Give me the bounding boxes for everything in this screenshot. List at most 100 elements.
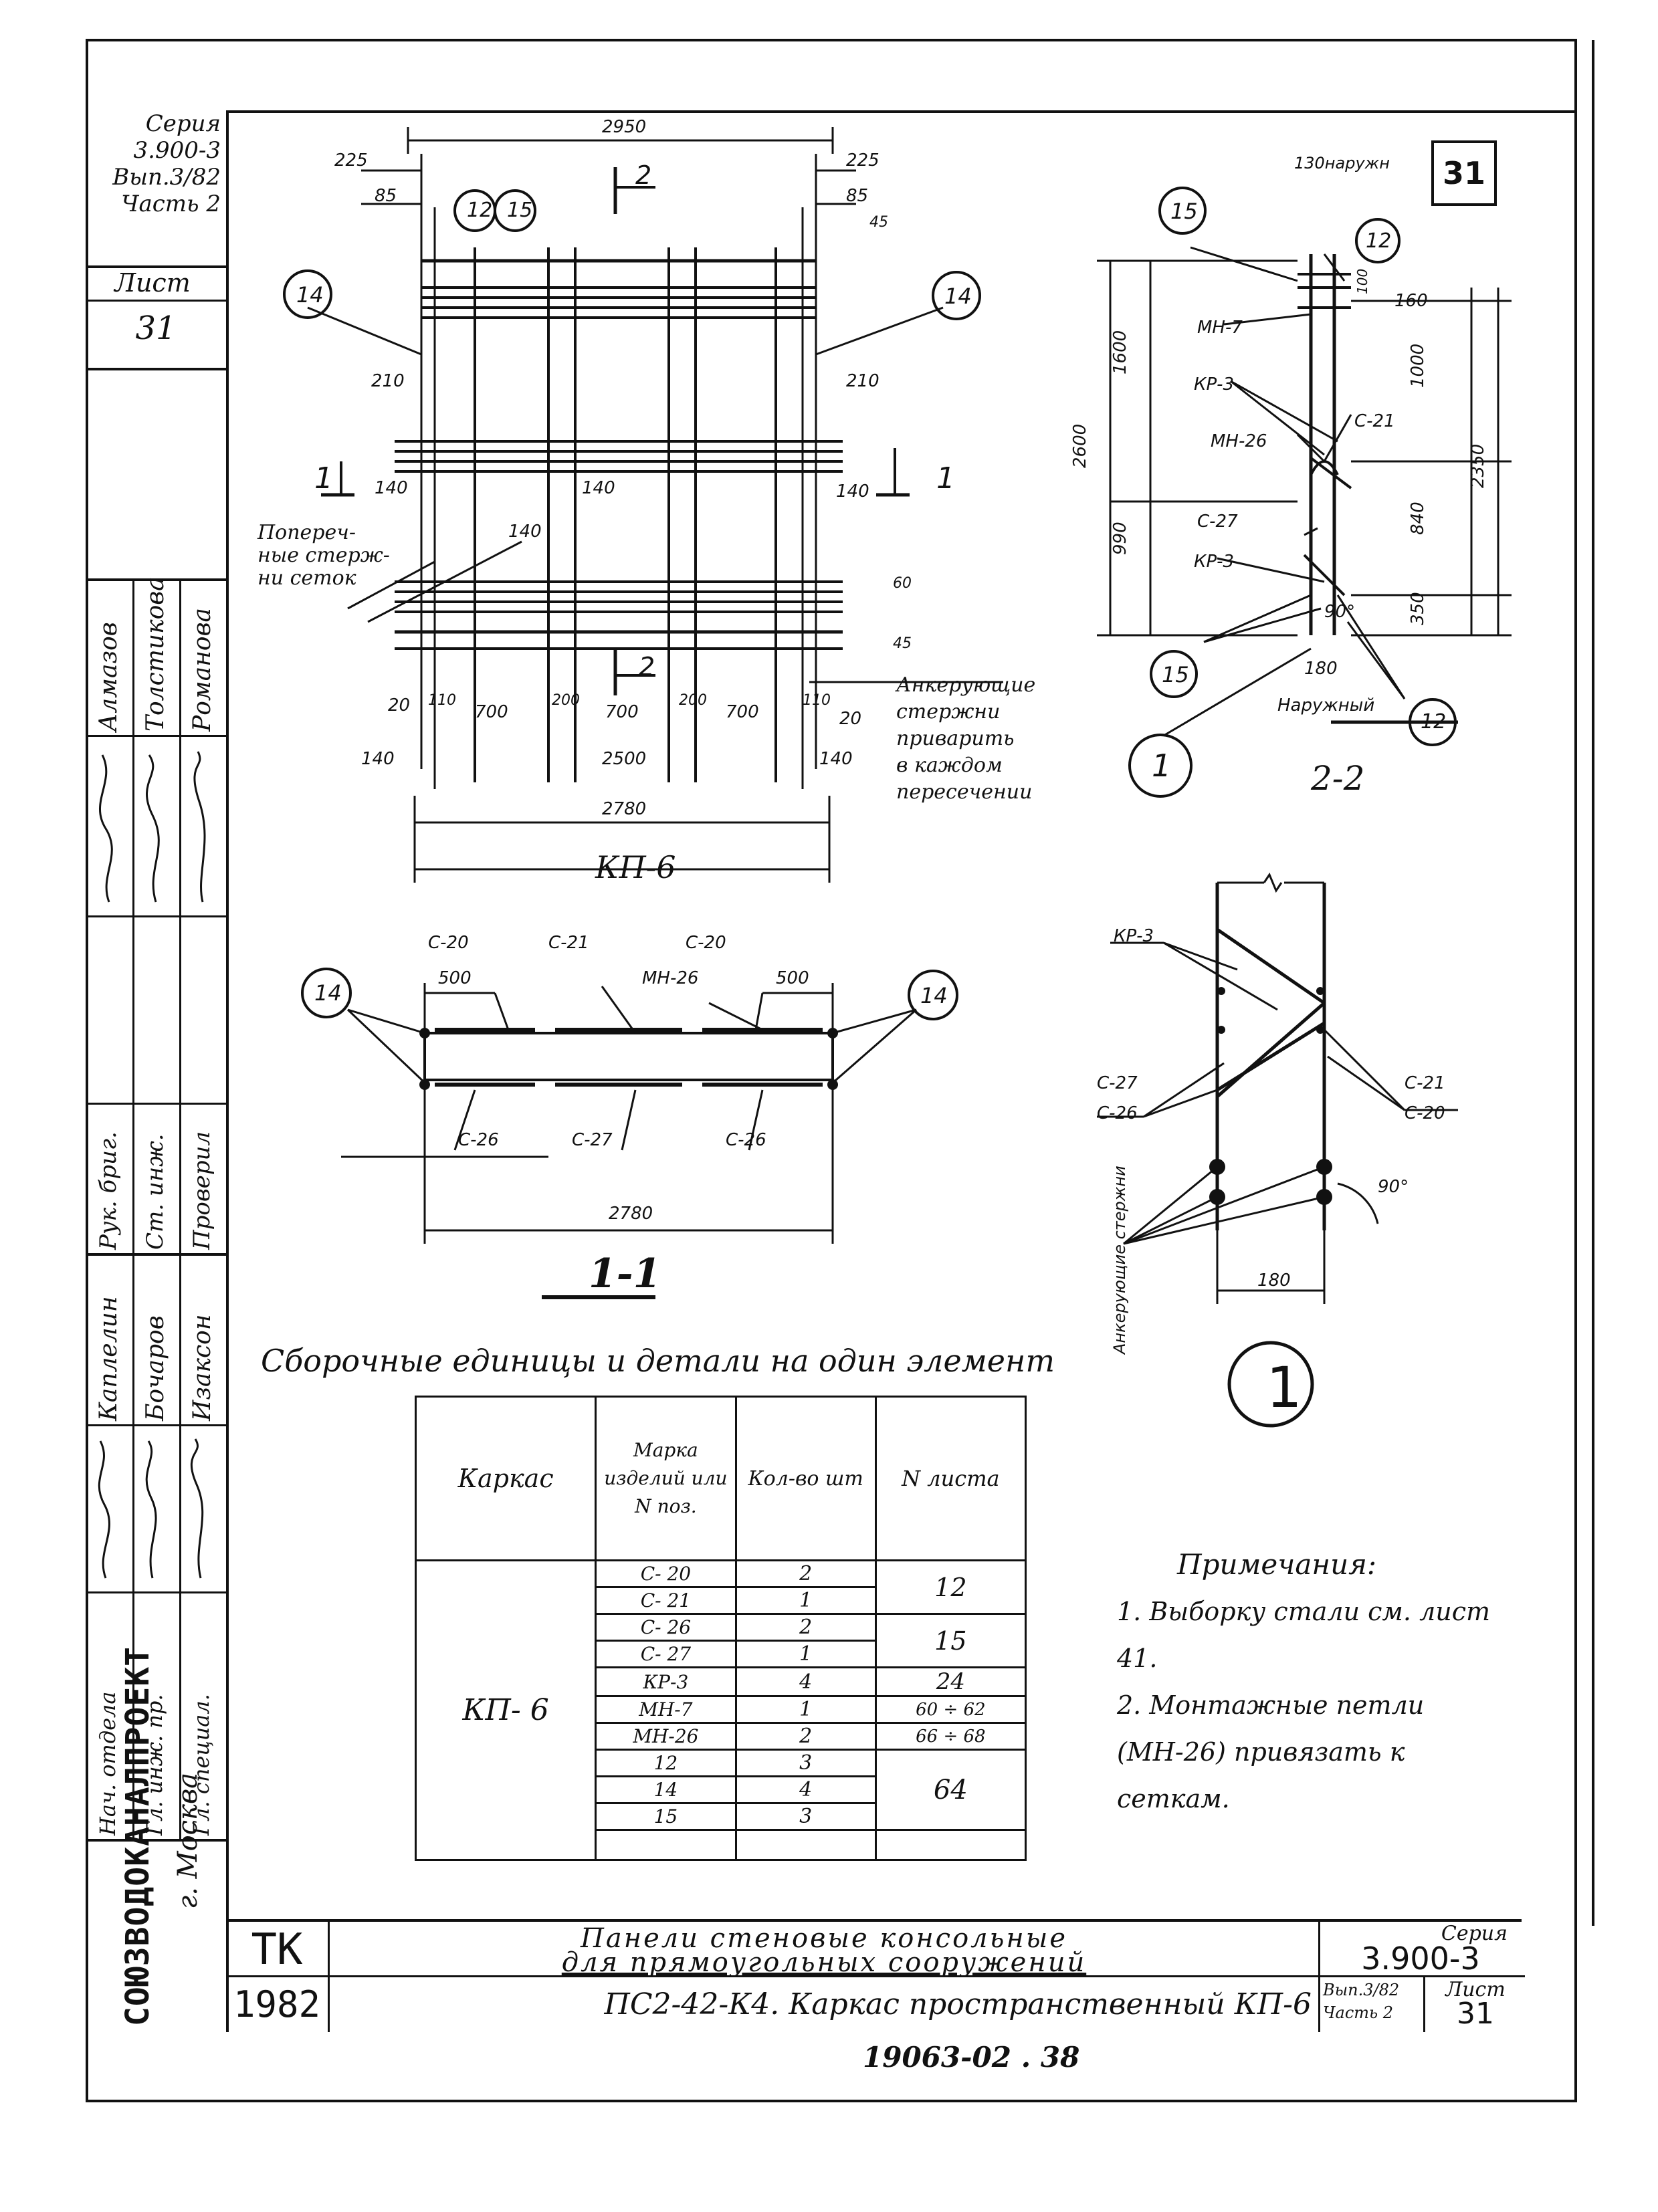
dim-210-right: 210 (846, 371, 879, 391)
role-nach-otdela: Нач. отдела (95, 1691, 120, 1836)
role-proveril: Проверил (189, 1131, 215, 1250)
callout-14-1-1-right: 14 (920, 983, 948, 1008)
callout-12-top: 12 (1366, 229, 1392, 253)
tb-series-value: 3.900-3 (1361, 1941, 1480, 1977)
table-row: С- 27 1 (416, 1640, 1026, 1668)
sheet-stamp-number: 31 (1442, 155, 1485, 191)
dim-140-bl: 140 (361, 749, 395, 769)
table-row: С- 26 2 15 (416, 1613, 1027, 1668)
dim-2950: 2950 (602, 117, 647, 137)
dim-840: 840 (1408, 502, 1428, 535)
label-c21-1-1: С-21 (548, 933, 589, 953)
dim-210-left: 210 (371, 371, 405, 391)
spec-header-row: Каркас Марка изделий или N поз. Кол-во ш… (414, 1396, 1027, 1561)
label-c27-detail: С-27 (1097, 1073, 1138, 1093)
org-city: г. Москва (173, 1772, 203, 1909)
side-part: Часть 2 (121, 191, 221, 217)
side-series-label: Серия (145, 110, 221, 137)
dim-1000: 1000 (1408, 343, 1428, 388)
right-edge-line (1592, 40, 1594, 1926)
section-mark-2-top: 2 (635, 160, 652, 190)
footer-code: 19063-02 . 38 (863, 2041, 1080, 2074)
spec-title: Сборочные единицы и детали на один элеме… (261, 1343, 1055, 1379)
section-mark-1-left: 1 (314, 461, 333, 495)
signatures-block-1: Алмазов Толстикова Романова Рук. бриг. С… (86, 576, 226, 1256)
side-sheet-value: 31 (135, 310, 177, 347)
dim-990: 990 (1110, 522, 1130, 555)
side-stamp: Серия 3.900-3 Вып.3/82 Часть 2 Лист 31 А… (86, 110, 226, 2029)
label-160: 160 (1394, 291, 1428, 311)
callout-1: 1 (1152, 748, 1172, 784)
drawing-detail-1 (1097, 872, 1458, 1428)
table-row: МН-26 2 66 ÷ 68 (416, 1722, 1027, 1751)
dim-350: 350 (1408, 592, 1428, 625)
main-frame (226, 110, 1574, 2032)
dim-700-a: 700 (475, 702, 508, 722)
side-issue: Вып.3/82 (112, 164, 221, 191)
caption-1-1: 1-1 (589, 1250, 661, 1297)
role-st-inzh: Ст. инж. (142, 1133, 169, 1250)
dim-110-left: 110 (428, 692, 456, 709)
note-anchor-bars: Анкерующие стержни приварить в каждом пе… (896, 673, 1036, 804)
caption-detail-1: 1 (1266, 1355, 1302, 1420)
label-c27: С-27 (1197, 512, 1238, 532)
name-almazov: Алмазов (95, 622, 122, 732)
table-row: 15 3 (416, 1802, 1026, 1831)
callout-14-left: 14 (296, 282, 324, 308)
label-c26-right: С-26 (726, 1130, 766, 1150)
spec-frame-cell: КП- 6 (414, 1559, 597, 1861)
spec-table: Каркас Марка изделий или N поз. Кол-во ш… (414, 1396, 1027, 1861)
label-c26-left: С-26 (458, 1130, 499, 1150)
spec-col-sheet: N листа (874, 1396, 1027, 1561)
dim-20-right: 20 (839, 709, 862, 729)
signature-marks-1 (98, 751, 206, 903)
label-kr3-detail: КР-3 (1114, 926, 1154, 946)
callout-12-bottom: 12 (1421, 710, 1447, 734)
title-block: ТК 1982 Панели стеновые консольные для п… (226, 1919, 1525, 2032)
label-c20-detail: С-20 (1405, 1103, 1445, 1123)
role-ruk-brig: Рук. бриг. (95, 1131, 122, 1250)
tb-issue: Вып.3/82 (1323, 1981, 1400, 1999)
dim-140-a: 140 (375, 478, 408, 498)
label-90-2-2: 90° (1324, 602, 1356, 622)
dim-200-b: 200 (679, 692, 707, 709)
dim-700-c: 700 (726, 702, 759, 722)
dim-700-b: 700 (605, 702, 639, 722)
callout-15-bottom: 15 (1162, 662, 1189, 687)
table-row: 12 3 64 (416, 1749, 1027, 1831)
callout-12: 12 (467, 199, 493, 222)
dim-500-right: 500 (776, 968, 809, 988)
callout-14-right: 14 (944, 284, 972, 309)
dim-2350: 2350 (1468, 443, 1488, 488)
dim-110-right: 110 (803, 692, 831, 709)
tb-sheet-value: 31 (1457, 1997, 1494, 2031)
dim-140-c: 140 (508, 522, 542, 542)
label-kr3-bottom: КР-3 (1194, 552, 1235, 572)
dim-100: 100 (1354, 268, 1370, 294)
label-c21-detail: С-21 (1405, 1073, 1445, 1093)
label-outer-side: Наружный (1277, 695, 1375, 715)
label-180-detail: 180 (1257, 1270, 1291, 1291)
label-mn26-1-1: МН-26 (642, 968, 699, 988)
tb-year: 1982 (233, 1983, 321, 2025)
dim-2600: 2600 (1070, 423, 1090, 468)
label-90-detail: 90° (1378, 1177, 1409, 1197)
drawing-section-2-2 (1097, 187, 1512, 798)
dim-45-top: 45 (869, 214, 888, 231)
notes-title: Примечания: (1177, 1548, 1377, 1581)
dim-200-a: 200 (552, 692, 580, 709)
signatures-block-2: Каплелин Бочаров Изаксон Нач. отдела Гл.… (86, 1250, 226, 1922)
callout-15: 15 (507, 199, 533, 222)
dim-225-right: 225 (846, 150, 879, 171)
name-kaplelin: Каплелин (95, 1296, 122, 1421)
label-c20-left: С-20 (428, 933, 469, 953)
spec-col-frame: Каркас (414, 1396, 597, 1561)
caption-2-2: 2-2 (1311, 759, 1365, 798)
tb-part: Часть 2 (1323, 2003, 1394, 2022)
dim-60: 60 (893, 575, 912, 592)
name-romanova: Романова (189, 607, 216, 732)
label-c27-1-1: С-27 (572, 1130, 613, 1150)
dim-1600: 1600 (1110, 330, 1130, 374)
label-180-2-2: 180 (1304, 659, 1338, 679)
dim-2780-kp6: 2780 (602, 799, 647, 819)
